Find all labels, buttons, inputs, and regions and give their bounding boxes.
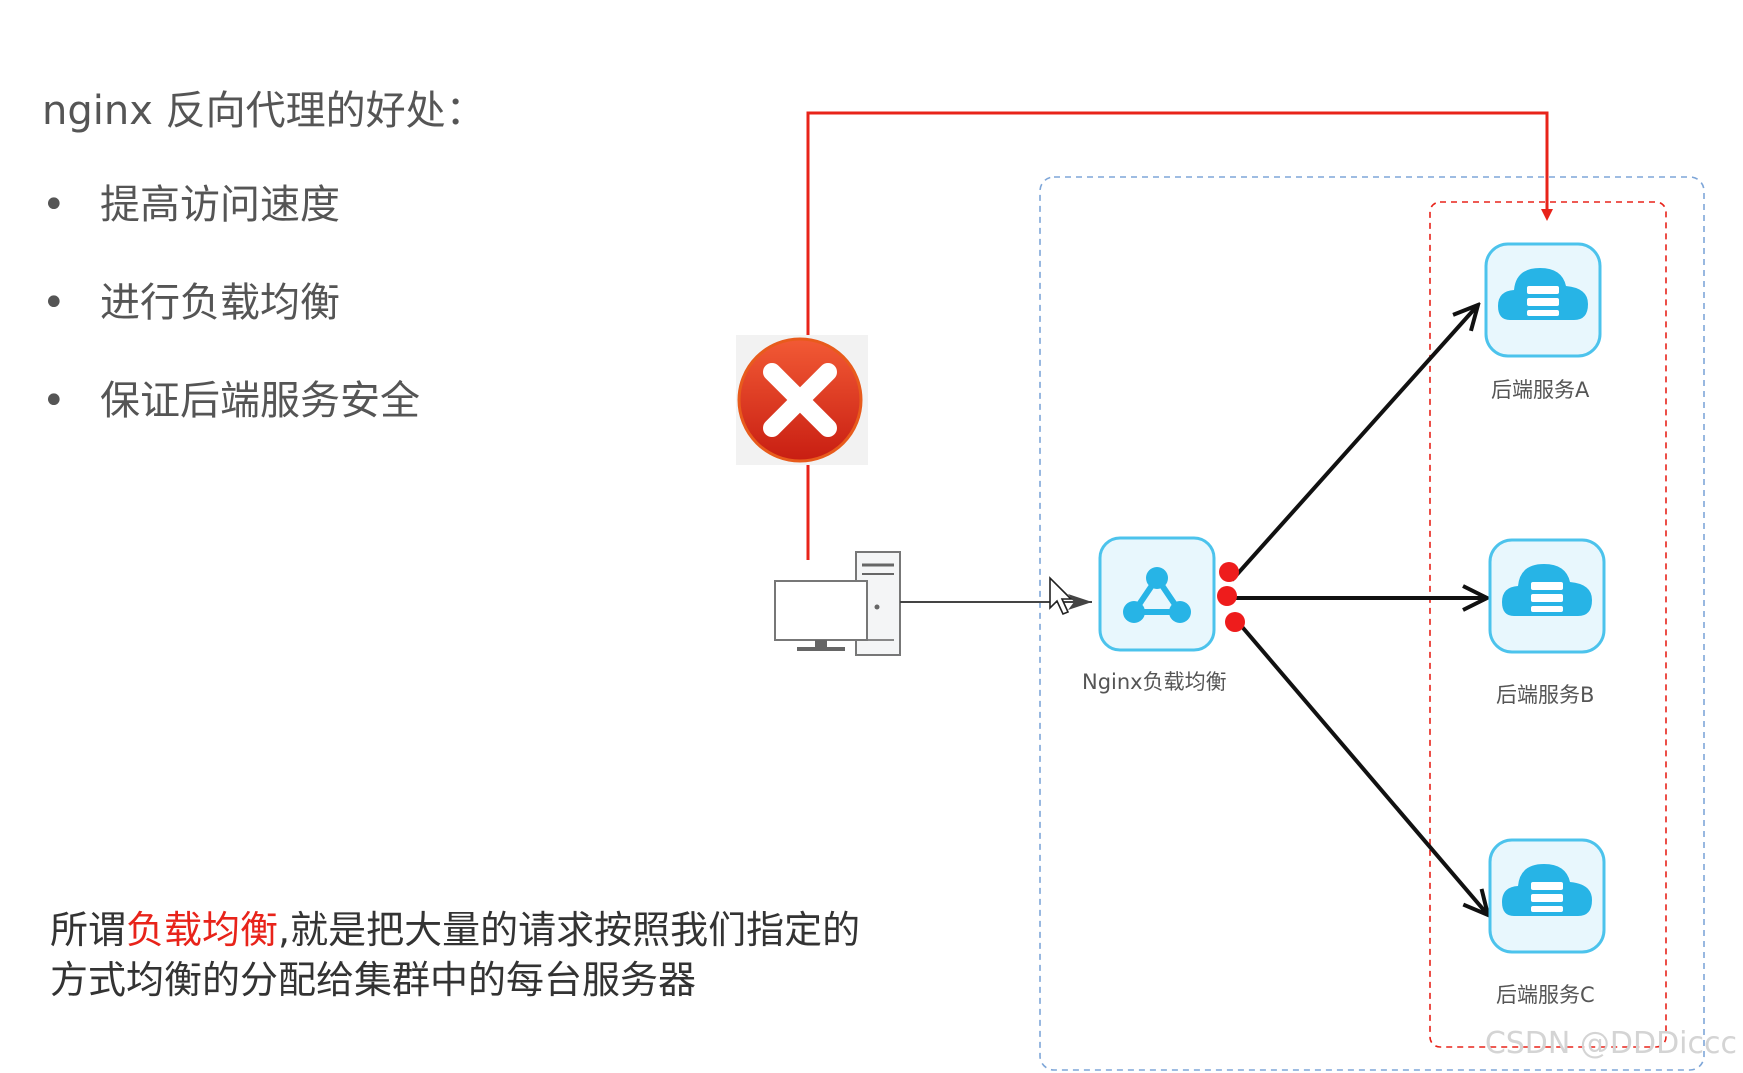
cloud-server-icon [1486,244,1600,356]
service-a-label: 后端服务A [1491,374,1589,404]
load-balance-description: 所谓负载均衡,就是把大量的请求按照我们指定的方式均衡的分配给集群中的每台服务器 [50,905,870,1005]
description-prefix: 所谓 [50,908,126,952]
nginx-to-service-c-arrow [1232,615,1488,915]
description-highlight: 负载均衡 [126,908,278,952]
cloud-server-icon [1490,540,1604,652]
cloud-server-icon [1490,840,1604,952]
service-b-label: 后端服务B [1496,679,1594,709]
service-c-label: 后端服务C [1496,979,1595,1009]
computer-icon [775,552,900,655]
cursor-icon [1050,578,1071,614]
nginx-label: Nginx负载均衡 [1082,666,1227,696]
direct-access-path [808,113,1547,560]
watermark: CSDN @DDDiccc [1485,1026,1737,1061]
share-network-icon [1100,538,1214,650]
nginx-to-service-a-arrow [1232,305,1478,580]
x-error-icon [736,335,868,465]
